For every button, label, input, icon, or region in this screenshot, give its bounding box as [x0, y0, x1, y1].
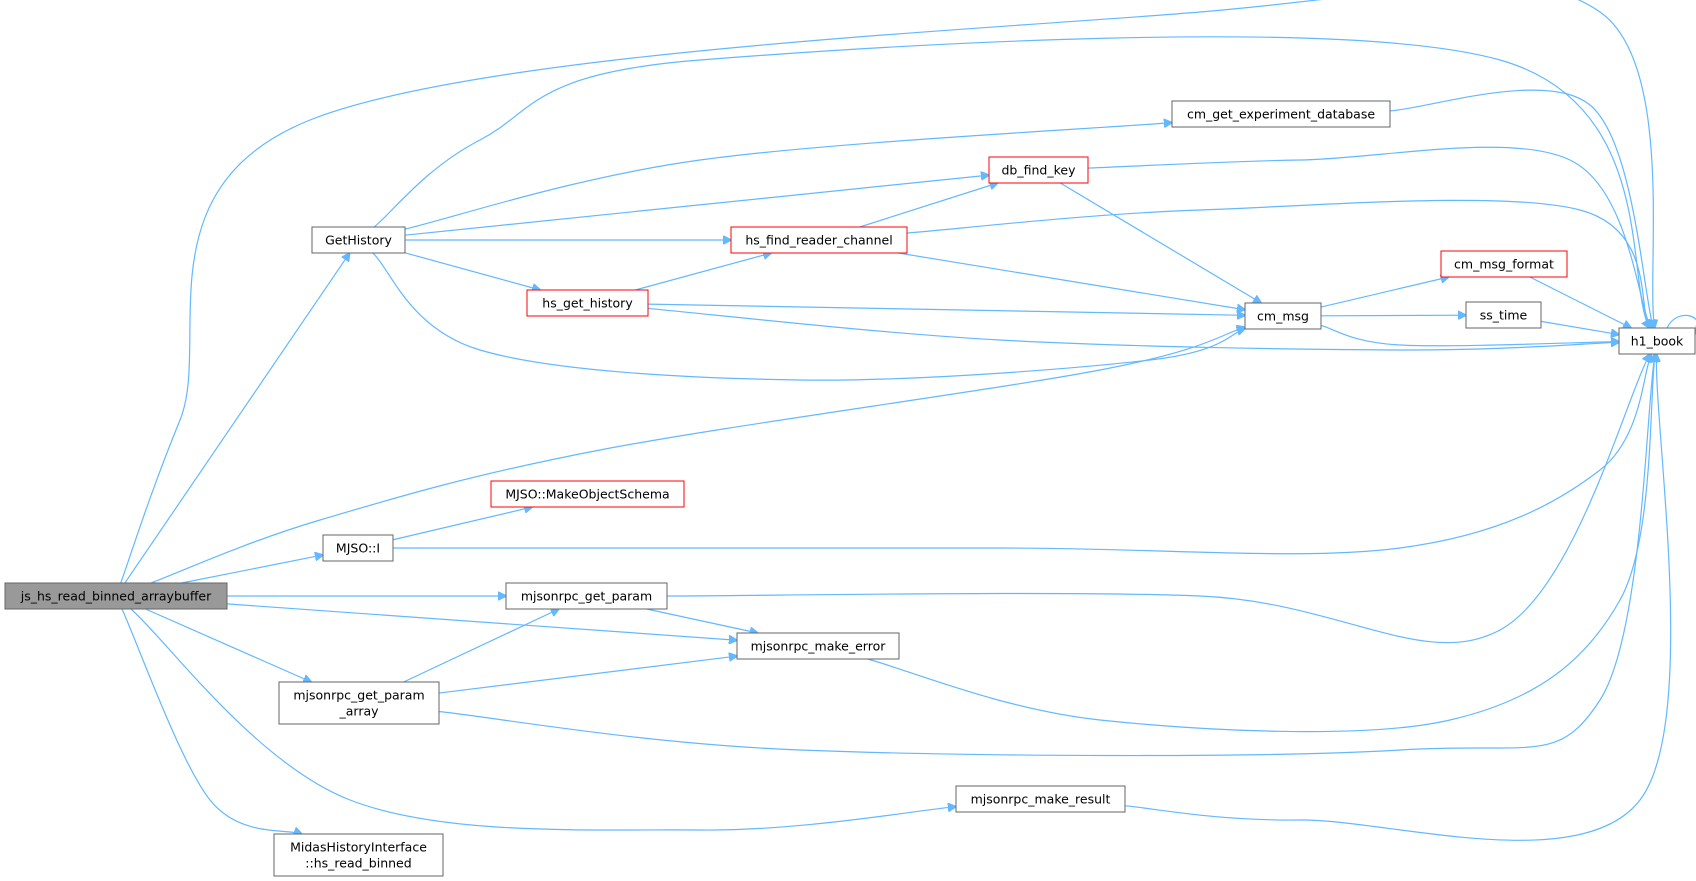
node-label: mjsonrpc_make_result: [971, 792, 1111, 807]
edge-root-to-mjso_i: [181, 555, 323, 584]
node-label: h1_book: [1631, 334, 1684, 349]
edge-gethistory-to-cm_get_exp_db: [404, 123, 1172, 230]
node-box: [322, 534, 394, 562]
node-box: [273, 833, 444, 877]
node-db-find-key[interactable]: db_find_key: [988, 156, 1089, 184]
node-hs-find-reader[interactable]: hs_find_reader_channel: [730, 226, 908, 254]
edge-hs_get_history-to-hs_find_reader: [635, 253, 771, 291]
node-label: mjsonrpc_get_param: [521, 589, 652, 604]
edge-cm_get_exp_db-to-h1_book: [1389, 89, 1653, 328]
edge-get_param-to-h1_book: [666, 354, 1650, 644]
edge-root-to-make_error: [226, 603, 737, 640]
node-label: js_hs_read_binned_arraybuffer: [20, 589, 212, 604]
edge-root-to-get_param_array: [145, 608, 312, 682]
node-mjso-i[interactable]: MJSO::I: [322, 534, 394, 562]
edge-get_param-to-make_error: [646, 608, 758, 633]
node-box: [988, 156, 1089, 184]
edge-gethistory-to-db_find_key: [404, 175, 989, 236]
edge-root-to-make_result: [130, 608, 956, 831]
node-label: MidasHistoryInterface: [290, 840, 427, 855]
edge-hs_find_reader-to-h1_book: [906, 199, 1649, 328]
node-label: hs_get_history: [542, 296, 633, 311]
node-label: cm_msg: [1257, 309, 1309, 324]
edge-db_find_key-to-cm_msg: [1059, 182, 1261, 303]
edge-ss_time-to-h1_book: [1540, 320, 1619, 334]
edge-root-to-cm_msg: [150, 327, 1245, 584]
edge-root-to-gethistory: [124, 253, 350, 584]
edge-root-to-h1_book: [120, 0, 1655, 584]
edge-mjso_i-to-make_schema: [392, 507, 532, 541]
node-box: [4, 582, 228, 610]
node-cm-msg-format[interactable]: cm_msg_format: [1440, 250, 1568, 278]
node-gethistory[interactable]: GetHistory: [311, 226, 406, 254]
node-box: [505, 582, 668, 610]
edge-make_error-to-h1_book: [867, 354, 1656, 733]
edge-get_param_array-to-get_param: [403, 609, 559, 683]
node-box: [1618, 327, 1696, 355]
edge-get_param_array-to-h1_book: [438, 354, 1655, 757]
node-label: cm_get_experiment_database: [1187, 107, 1375, 122]
edge-mjso_i-to-h1_book: [392, 354, 1651, 555]
edge-gethistory-to-hs_get_history: [404, 252, 540, 290]
edge-hs_find_reader-to-cm_msg: [898, 252, 1245, 310]
edge-cm_msg-to-cm_msg_format: [1320, 277, 1449, 308]
node-box: [526, 289, 649, 317]
node-label: _array: [338, 704, 379, 719]
node-get-param[interactable]: mjsonrpc_get_param: [505, 582, 668, 610]
node-box: [1171, 100, 1391, 128]
node-label: mjsonrpc_get_param: [293, 688, 424, 703]
node-get-param-array[interactable]: mjsonrpc_get_param_array: [278, 681, 440, 725]
edge-hs_get_history-to-h1_book: [647, 307, 1619, 351]
edge-gethistory-to-cm_msg: [372, 252, 1245, 381]
edge-cm_msg-to-ss_time: [1320, 315, 1466, 316]
node-make-result[interactable]: mjsonrpc_make_result: [955, 785, 1126, 813]
node-box: [1440, 250, 1568, 278]
node-label: cm_msg_format: [1454, 257, 1554, 272]
edge-cm_msg-to-h1_book: [1320, 324, 1619, 347]
node-h1-book[interactable]: h1_book: [1618, 327, 1696, 355]
edge-gethistory-to-h1_book: [373, 36, 1649, 328]
edge-make_result-to-h1_book: [1124, 354, 1672, 841]
node-hs-get-history[interactable]: hs_get_history: [526, 289, 649, 317]
node-make-error[interactable]: mjsonrpc_make_error: [736, 632, 900, 660]
node-box: [311, 226, 406, 254]
node-label: GetHistory: [325, 233, 392, 248]
edge-get_param_array-to-make_error: [438, 656, 737, 694]
node-box: [1465, 301, 1542, 329]
edge-root-to-midas_hs: [121, 608, 302, 834]
node-box: [490, 480, 685, 508]
node-label: hs_find_reader_channel: [745, 233, 892, 248]
edge-h1_book-to-h1_book: [1666, 314, 1696, 334]
node-cm-get-exp-db[interactable]: cm_get_experiment_database: [1171, 100, 1391, 128]
node-box: [1244, 302, 1322, 330]
node-ss-time[interactable]: ss_time: [1465, 301, 1542, 329]
edge-hs_get_history-to-cm_msg: [647, 303, 1245, 315]
node-midas-hs[interactable]: MidasHistoryInterface::hs_read_binned: [273, 833, 444, 877]
node-box: [955, 785, 1126, 813]
nodes-layer: js_hs_read_binned_arraybuffer GetHistoryM…: [4, 100, 1696, 877]
edges-layer: [120, 0, 1696, 841]
node-make-schema[interactable]: MJSO::MakeObjectSchema: [490, 480, 685, 508]
node-label: MJSO::I: [336, 541, 380, 556]
node-label: ss_time: [1480, 308, 1528, 323]
edge-db_find_key-to-h1_book: [1087, 146, 1651, 328]
edge-hs_find_reader-to-db_find_key: [859, 183, 998, 228]
node-box: [730, 226, 908, 254]
node-root[interactable]: js_hs_read_binned_arraybuffer: [4, 582, 228, 610]
node-label: db_find_key: [1002, 163, 1077, 178]
node-box: [736, 632, 900, 660]
node-label: mjsonrpc_make_error: [751, 639, 887, 654]
node-box: [278, 681, 440, 725]
node-label: MJSO::MakeObjectSchema: [505, 487, 669, 502]
node-label: ::hs_read_binned: [305, 856, 411, 871]
node-cm-msg[interactable]: cm_msg: [1244, 302, 1322, 330]
edge-cm_msg_format-to-h1_book: [1529, 276, 1631, 328]
